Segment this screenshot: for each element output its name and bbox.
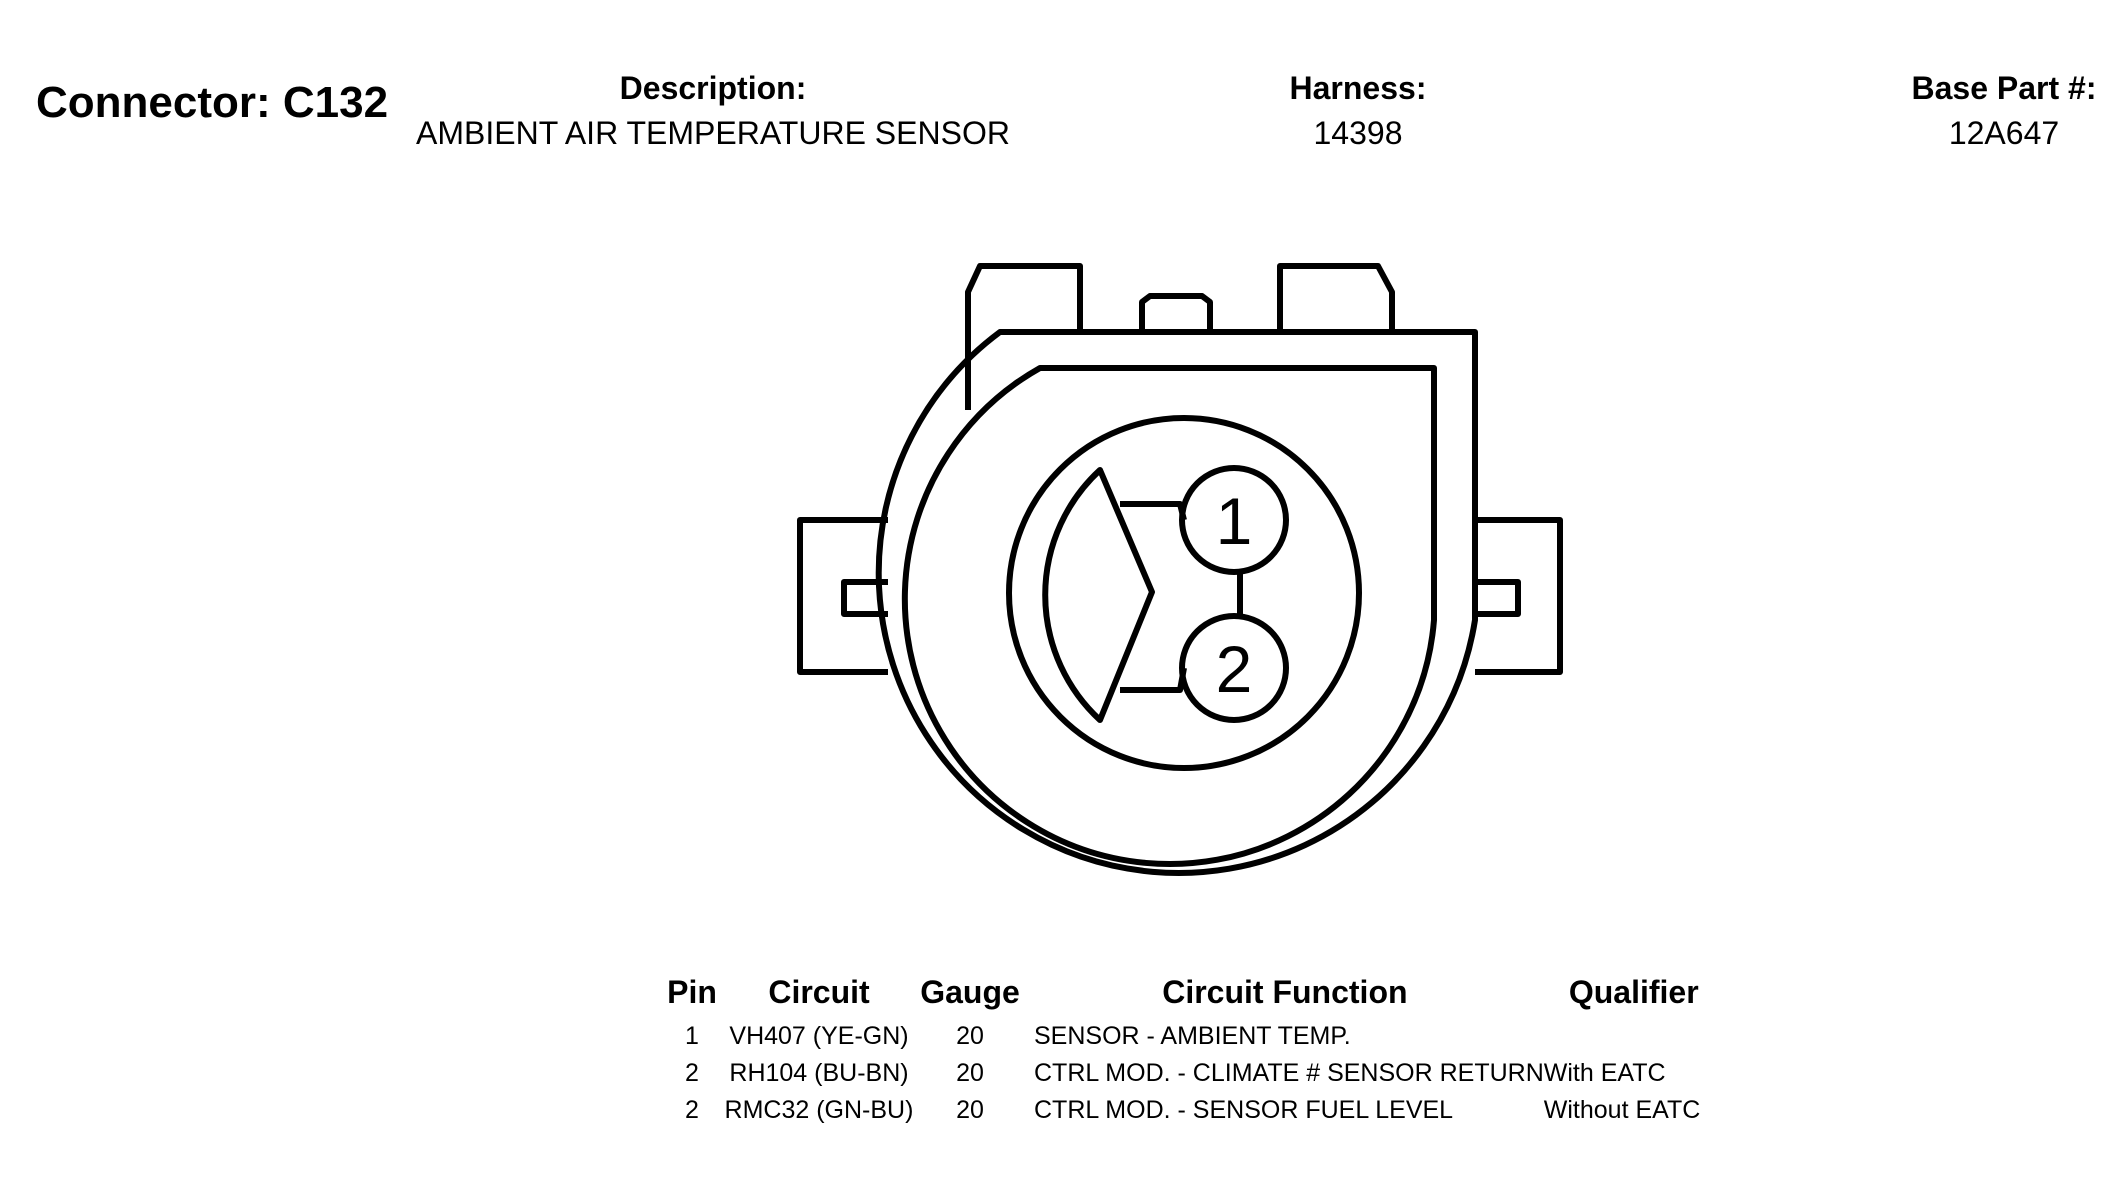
cell-pin: 1: [685, 1022, 699, 1050]
header-circuit-function: Circuit Function: [1162, 973, 1408, 1010]
header-circuit: Circuit: [768, 973, 870, 1010]
header-gauge: Gauge: [920, 973, 1020, 1010]
harness-label: Harness:: [1289, 70, 1427, 106]
table-row: 2 RMC32 (GN-BU) 20 CTRL MOD. - SENSOR FU…: [660, 1092, 1724, 1129]
cell-function: CTRL MOD. - SENSOR FUEL LEVEL: [1034, 1096, 1454, 1124]
pin-table: Pin Circuit Gauge Circuit Function Quali…: [660, 970, 1724, 1129]
cell-gauge: 20: [956, 1059, 984, 1087]
cell-qualifier: Without EATC: [1543, 1096, 1701, 1124]
base-part-value: 12A647: [1948, 115, 2060, 151]
cell-gauge: 20: [956, 1096, 984, 1124]
right-side-latch: [1475, 517, 1563, 675]
left-side-latch-slot: [841, 579, 888, 617]
cell-pin: 2: [685, 1096, 699, 1124]
table-header-row: Pin Circuit Gauge Circuit Function Quali…: [660, 970, 1724, 1018]
header-qualifier: Qualifier: [1568, 973, 1699, 1010]
right-top-tab: [1277, 263, 1395, 332]
pin-2-label: 2: [1216, 632, 1253, 706]
left-side-latch: [797, 517, 888, 675]
pin-1-circle: [1179, 465, 1289, 575]
pin-1-label: 1: [1216, 484, 1253, 558]
cell-function: CTRL MOD. - CLIMATE # SENSOR RETURN: [1034, 1059, 1544, 1087]
contact-cavity: [1006, 415, 1362, 771]
table-row: 2 RH104 (BU-BN) 20 CTRL MOD. - CLIMATE #…: [660, 1055, 1724, 1092]
description-value: AMBIENT AIR TEMPERATURE SENSOR: [416, 115, 1010, 151]
cell-function: SENSOR - AMBIENT TEMP.: [1034, 1022, 1351, 1050]
outer-housing: [875, 329, 1478, 876]
cell-qualifier: With EATC: [1543, 1059, 1666, 1087]
table-row: 1 VH407 (YE-GN) 20 SENSOR - AMBIENT TEMP…: [660, 1018, 1724, 1055]
inner-housing: [901, 365, 1437, 867]
cell-gauge: 20: [956, 1022, 984, 1050]
description-label: Description:: [619, 70, 807, 106]
header-pin: Pin: [667, 973, 717, 1010]
cell-pin: 2: [685, 1059, 699, 1087]
base-part-label: Base Part #:: [1911, 70, 2097, 106]
keying-chevron: [1042, 467, 1155, 723]
right-side-latch-slot: [1475, 579, 1521, 617]
cell-qualifier: [1544, 1018, 1724, 1055]
left-top-tab: [965, 263, 1083, 410]
connector-title: Connector: C132: [36, 78, 389, 127]
cell-circuit: VH407 (YE-GN): [729, 1022, 909, 1050]
cell-circuit: RMC32 (GN-BU): [724, 1096, 914, 1124]
harness-value: 14398: [1313, 115, 1403, 151]
center-top-tab: [1139, 293, 1213, 334]
pin-2-circle: [1179, 613, 1289, 723]
cell-circuit: RH104 (BU-BN): [729, 1059, 909, 1087]
